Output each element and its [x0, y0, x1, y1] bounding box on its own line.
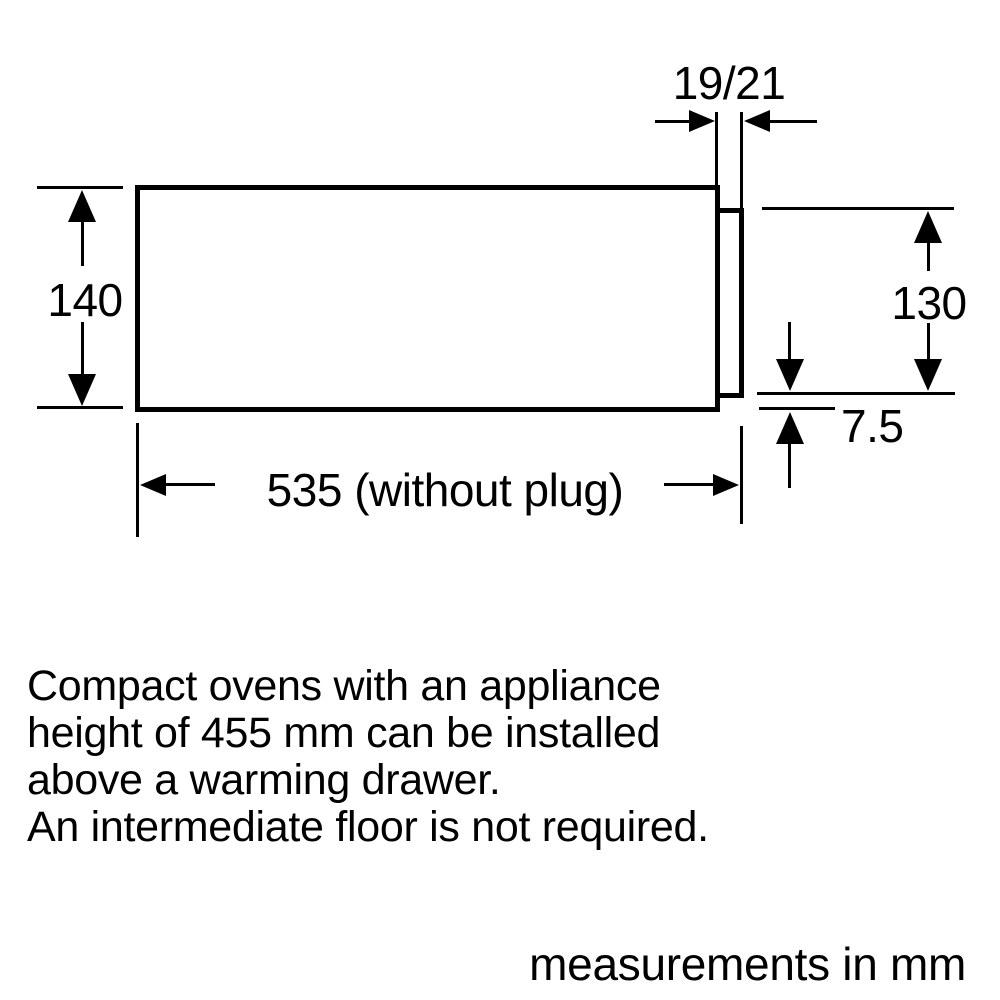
dimension-line [664, 483, 714, 486]
dim-label-bottom-offset: 7.5 [841, 400, 904, 452]
arrow-right-icon [689, 110, 715, 132]
arrow-up-icon [776, 412, 804, 444]
note-line: above a warming drawer. [27, 756, 501, 804]
arrow-down-icon [914, 359, 942, 391]
arrow-up-icon [68, 190, 96, 222]
arrow-up-icon [914, 211, 942, 243]
units-note: measurements in mm [529, 938, 966, 990]
tick-line [37, 406, 123, 409]
reference-line [759, 407, 835, 410]
extension-line [136, 423, 139, 537]
note-line: An intermediate floor is not required. [27, 803, 709, 851]
dimension-line [165, 483, 215, 486]
dimension-line [81, 322, 84, 376]
dim-label-body-height: 140 [47, 274, 123, 326]
reference-line [757, 392, 955, 395]
dimension-line [770, 120, 817, 123]
dim-label-body-width: 535 (without plug) [266, 464, 624, 516]
dimension-line [927, 323, 930, 361]
dimension-line [788, 442, 791, 488]
reference-line [762, 207, 954, 210]
dimension-line [788, 322, 791, 360]
arrow-left-icon [744, 110, 770, 132]
dimension-line [927, 241, 930, 271]
appliance-body-outline [135, 185, 720, 412]
dimension-line [81, 220, 84, 266]
arrow-left-icon [140, 474, 166, 496]
note-line: height of 455 mm can be installed [27, 709, 661, 757]
extension-line [740, 112, 743, 211]
dim-label-plug-width: 19/21 [672, 57, 786, 109]
note-line: Compact ovens with an appliance [27, 662, 661, 710]
arrow-down-icon [776, 359, 804, 391]
dim-label-rear-height: 130 [891, 277, 967, 329]
tick-line [37, 186, 123, 189]
dimension-line [655, 120, 691, 123]
arrow-right-icon [713, 474, 739, 496]
extension-line [715, 112, 718, 188]
installation-notes: Compact ovens with an appliance height o… [27, 663, 709, 851]
arrow-down-icon [68, 374, 96, 406]
plug-outline [715, 208, 744, 398]
extension-line [740, 426, 743, 524]
